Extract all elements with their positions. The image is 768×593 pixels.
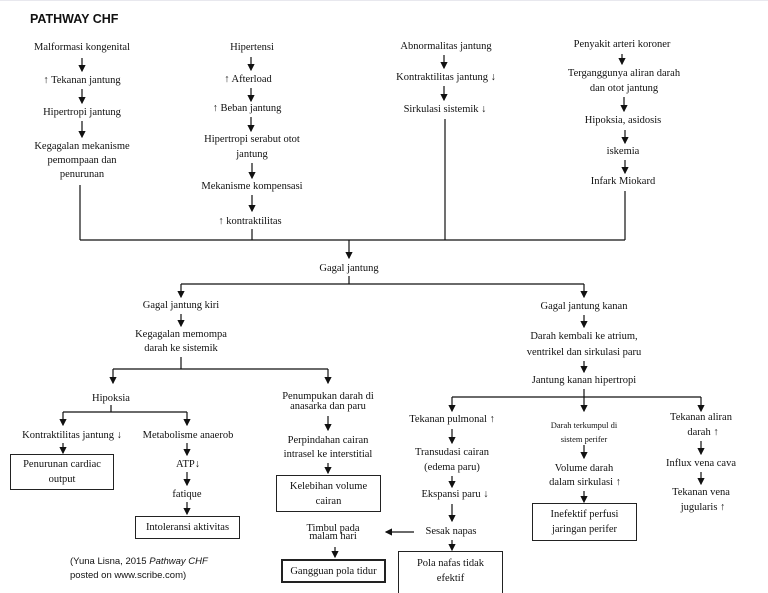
node-influx-vena-cava: Influx vena cava <box>666 458 736 469</box>
box-pola-nafas: Pola nafas tidak efektif <box>398 551 503 593</box>
node-gagal-kiri: Gagal jantung kiri <box>142 300 220 311</box>
node-darah-terkumpul-1: Darah terkumpul di <box>550 420 618 430</box>
box-kelebihan-volume: Kelebihan volume cairan <box>276 475 381 512</box>
box-penurunan-cardiac-output: Penurunan cardiac output <box>10 454 114 490</box>
box-line: output <box>48 474 76 485</box>
diagram-title: PATHWAY CHF <box>30 12 119 26</box>
node-metabolisme: Metabolisme anaerob <box>142 430 234 441</box>
node-iskemia: iskemia <box>606 146 640 157</box>
node-ekspansi-paru: Ekspansi paru ↓ <box>421 489 489 500</box>
node-hipoksia-asidosis: Hipoksia, asidosis <box>584 115 662 126</box>
box-gangguan-pola-tidur: Gangguan pola tidur <box>281 559 386 583</box>
node-hipoksia: Hipoksia <box>92 393 130 404</box>
node-tekanan-vena-2: jugularis ↑ <box>680 502 726 513</box>
node-hipertensi: Hipertensi <box>230 42 274 53</box>
node-tekanan-aliran-1: Tekanan aliran <box>670 412 732 423</box>
node-gagal-jantung: Gagal jantung <box>319 263 379 274</box>
node-darah-kembali-2: ventrikel dan sirkulasi paru <box>526 347 642 358</box>
node-sesak-napas: Sesak napas <box>425 526 477 537</box>
box-line: efektif <box>436 573 465 584</box>
box-line: Penurunan cardiac <box>23 459 101 470</box>
node-tekanan-pulmonal: Tekanan pulmonal ↑ <box>409 414 495 425</box>
node-transudasi-2: (edema paru) <box>424 462 480 473</box>
node-kegagalan-memompa-2: darah ke sistemik <box>144 343 218 354</box>
node-kontraktilitas: ↑ kontraktilitas <box>218 216 282 227</box>
box-intoleransi-aktivitas: Intoleransi aktivitas <box>135 516 240 539</box>
node-afterload: ↑ Afterload <box>224 74 272 85</box>
node-tekanan-jantung: ↑ Tekanan jantung <box>43 75 121 86</box>
node-kegagalan-1: Kegagalan mekanisme <box>34 141 130 152</box>
node-hipertropi-serabut-2: jantung <box>236 149 268 160</box>
node-darah-kembali-1: Darah kembali ke atrium, <box>530 331 638 342</box>
node-tekanan-aliran-2: darah ↑ <box>687 427 719 438</box>
node-infark: Infark Miokard <box>590 176 656 187</box>
node-gagal-kanan: Gagal jantung kanan <box>540 301 628 312</box>
box-line: Gangguan pola tidur <box>290 565 377 577</box>
node-kegagalan-3: penurunan <box>59 169 105 180</box>
citation-source: posted on www.scribe.com) <box>70 570 187 581</box>
box-line: Pola nafas tidak <box>416 558 485 569</box>
node-malformasi: Malformasi kongenital <box>34 42 130 53</box>
node-atp: ATP↓ <box>176 459 200 470</box>
node-darah-terkumpul-2: sistem perifer <box>560 434 608 444</box>
box-line: Intoleransi aktivitas <box>145 522 230 533</box>
node-volume-darah-2: dalam sirkulasi ↑ <box>549 477 621 488</box>
node-beban-jantung: ↑ Beban jantung <box>212 103 282 114</box>
node-kegagalan-memompa-1: Kegagalan memompa <box>135 329 227 340</box>
box-line: Inefektif perfusi <box>550 509 619 520</box>
citation-prefix: (Yuna Lisna, 2015 <box>70 556 150 567</box>
node-hipertropi-serabut-1: Hipertropi serabut otot <box>204 134 300 145</box>
node-fatique: fatique <box>172 489 202 500</box>
node-kegagalan-2: pemompaan dan <box>47 155 117 166</box>
box-line: Kelebihan volume <box>289 480 368 492</box>
node-jantung-kanan-hipertropi: Jantung kanan hipertropi <box>531 375 637 386</box>
node-hipertropi-jantung: Hipertropi jantung <box>43 107 121 118</box>
node-kontraktilitas-kiri: Kontraktilitas jantung ↓ <box>22 430 122 441</box>
node-abnormalitas: Abnormalitas jantung <box>400 41 492 52</box>
node-terganggunya-2: dan otot jantung <box>589 83 659 94</box>
node-mekanisme-kompensasi: Mekanisme kompensasi <box>201 181 303 192</box>
box-inefektif-perfusi: Inefektif perfusi jaringan perifer <box>532 503 637 541</box>
box-line: jaringan perifer <box>551 524 617 535</box>
node-penumpukan-2: anasarka dan paru <box>290 401 366 412</box>
node-volume-darah-1: Volume darah <box>554 463 614 474</box>
node-penumpukan-1: Penumpukan darah di <box>282 391 374 402</box>
node-timbul-1: Timbul pada <box>306 523 360 534</box>
node-terganggunya-1: Terganggunya aliran darah <box>567 68 681 79</box>
node-penyakit-arteri: Penyakit arteri koroner <box>573 39 671 50</box>
node-sirkulasi-sistemik: Sirkulasi sistemik ↓ <box>403 104 487 115</box>
citation: (Yuna Lisna, 2015 Pathway CHF posted on … <box>70 555 208 583</box>
citation-title: Pathway CHF <box>149 556 208 567</box>
box-line: cairan <box>315 495 342 507</box>
node-timbul-2: malam hari <box>309 531 357 542</box>
node-kontraktilitas-jantung: Kontraktilitas jantung ↓ <box>396 72 496 83</box>
node-perpindahan-1: Perpindahan cairan <box>287 435 369 446</box>
node-transudasi-1: Transudasi cairan <box>415 447 489 458</box>
node-tekanan-vena-1: Tekanan vena <box>672 487 730 498</box>
node-perpindahan-2: intrasel ke interstitial <box>283 449 373 460</box>
